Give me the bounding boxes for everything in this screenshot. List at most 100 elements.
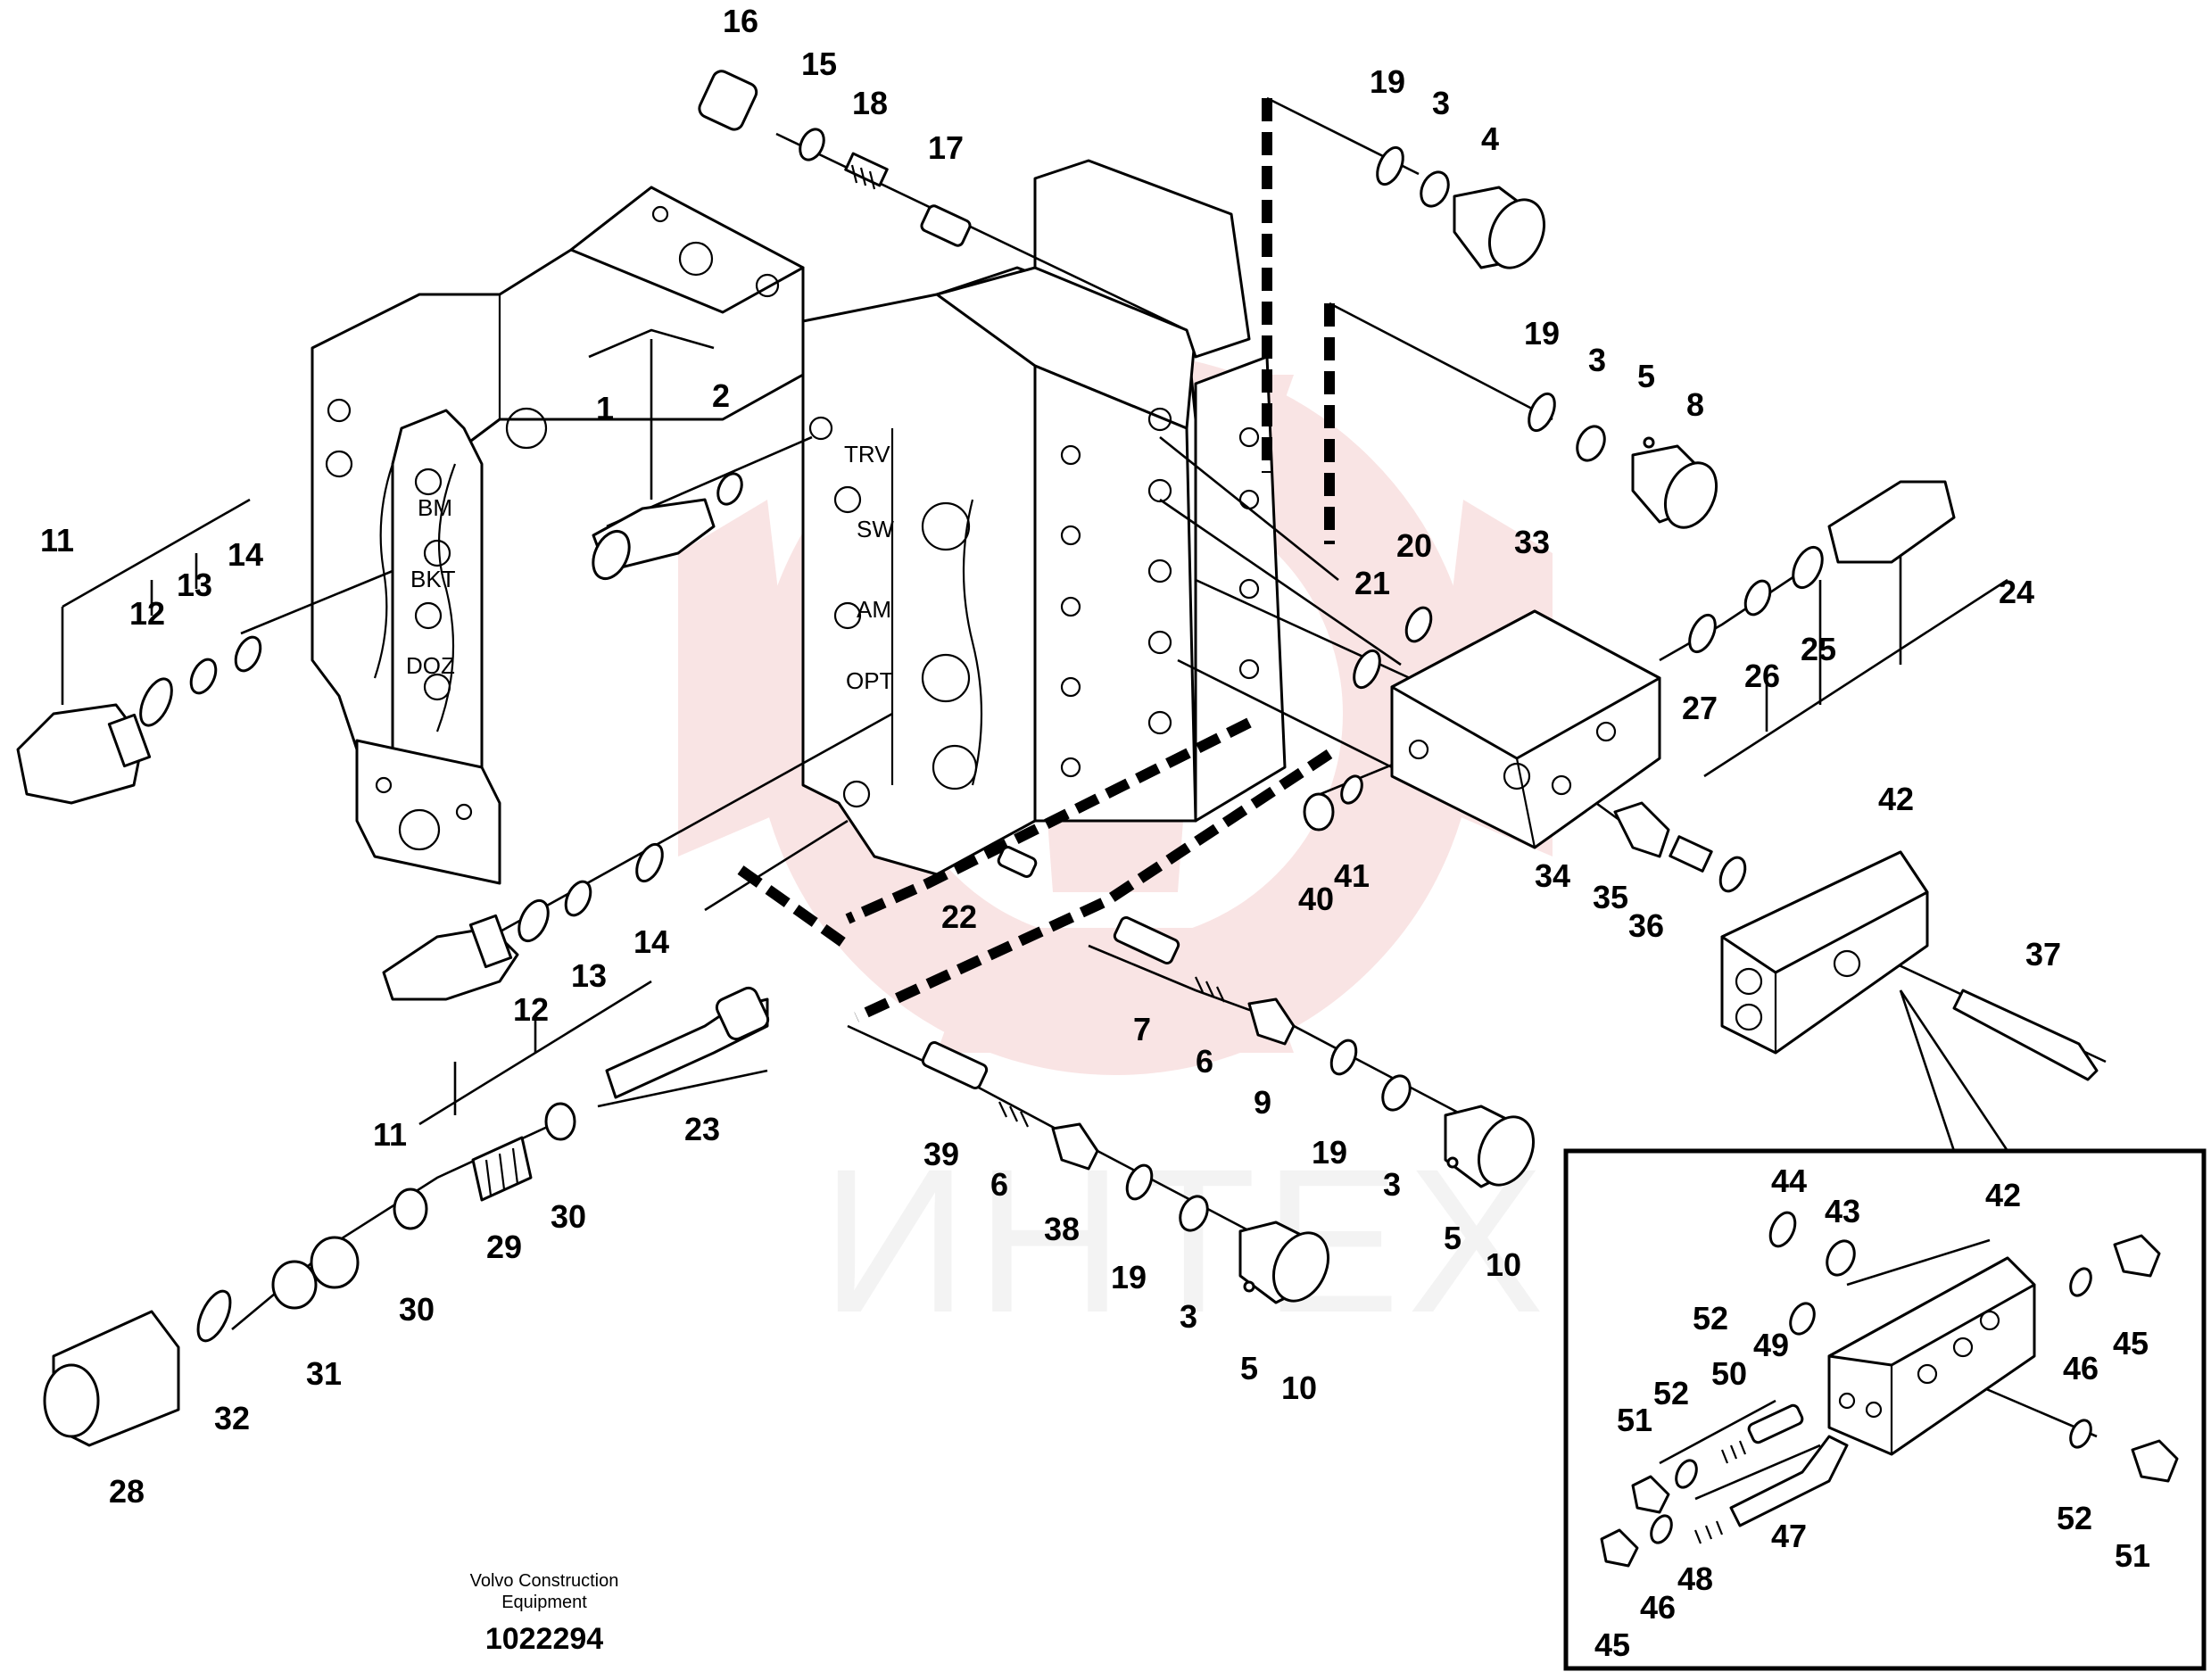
callout-8: 8 — [1686, 386, 1704, 423]
callout-17: 17 — [928, 129, 964, 166]
callout-24: 24 — [1999, 574, 2034, 610]
callout-15: 15 — [801, 46, 837, 82]
callout-19-c: 19 — [1312, 1134, 1347, 1171]
callout-46-b: 46 — [1640, 1589, 1676, 1626]
label-am: AM — [857, 596, 891, 623]
callout-34: 34 — [1535, 857, 1570, 894]
callout-44: 44 — [1771, 1163, 1807, 1199]
callout-35: 35 — [1593, 879, 1628, 915]
callout-6-a: 6 — [1196, 1043, 1213, 1080]
callout-19-b: 19 — [1524, 315, 1560, 352]
callout-22: 22 — [941, 898, 977, 935]
callout-41: 41 — [1334, 857, 1370, 894]
callout-45-b: 45 — [1594, 1626, 1630, 1663]
callout-30-a: 30 — [551, 1198, 586, 1235]
callout-13-a: 13 — [177, 567, 212, 603]
label-bm: BM — [418, 494, 452, 521]
callout-23: 23 — [684, 1111, 720, 1147]
callout-32: 32 — [214, 1400, 250, 1436]
callout-36: 36 — [1628, 907, 1664, 944]
callout-27: 27 — [1682, 690, 1718, 726]
callout-48: 48 — [1677, 1560, 1713, 1597]
detail-parts — [1600, 1211, 2179, 1568]
callout-46-a: 46 — [2063, 1350, 2099, 1386]
callout-18: 18 — [852, 85, 888, 121]
callout-30-b: 30 — [399, 1291, 435, 1328]
callout-7: 7 — [1133, 1011, 1151, 1047]
callout-45-a: 45 — [2113, 1325, 2149, 1361]
label-trv: TRV — [844, 441, 890, 468]
callout-12-b: 12 — [513, 991, 549, 1028]
callout-10-a: 10 — [1486, 1246, 1521, 1283]
callout-2: 2 — [712, 377, 730, 414]
watermark-text: ИНТЕХ — [821, 1126, 1552, 1355]
callout-51-b: 51 — [2115, 1537, 2150, 1574]
callout-43: 43 — [1825, 1193, 1860, 1229]
callout-14-b: 14 — [633, 923, 669, 960]
dashed-paths — [737, 98, 1335, 1022]
callout-37: 37 — [2025, 936, 2061, 972]
label-sw: SW — [857, 516, 894, 542]
callout-3-b: 3 — [1588, 342, 1606, 378]
callout-19-d: 19 — [1111, 1259, 1147, 1295]
parts-top-left — [698, 70, 972, 247]
callout-13-b: 13 — [571, 957, 607, 994]
parts-center-lower — [921, 846, 1535, 1304]
callout-9: 9 — [1254, 1084, 1271, 1121]
drawing-number: 1022294 — [485, 1622, 603, 1656]
callout-39: 39 — [923, 1136, 959, 1172]
parts-42-37 — [1720, 850, 2099, 1081]
callout-3-a: 3 — [1432, 85, 1450, 121]
callout-19-a: 19 — [1370, 63, 1405, 100]
callout-52-a: 52 — [1693, 1300, 1728, 1337]
callout-29: 29 — [486, 1229, 522, 1265]
callout-10-b: 10 — [1281, 1370, 1317, 1406]
label-opt: OPT — [846, 667, 894, 694]
callout-26: 26 — [1744, 658, 1780, 694]
callout-25: 25 — [1801, 631, 1836, 667]
callout-4: 4 — [1481, 120, 1499, 157]
callout-12-a: 12 — [129, 595, 165, 632]
parts-left-lower — [43, 842, 770, 1447]
callout-51-a: 51 — [1617, 1402, 1652, 1438]
callout-1: 1 — [596, 390, 614, 426]
callout-16: 16 — [723, 3, 758, 39]
callout-11-b: 11 — [373, 1116, 407, 1153]
center-valve-body: TRV SW AM OPT — [801, 159, 1287, 876]
publisher-subtitle: Equipment — [501, 1593, 587, 1612]
detail-frame — [1563, 989, 2207, 1671]
callout-52-b: 52 — [1653, 1375, 1689, 1411]
callout-42-b: 42 — [1985, 1177, 2021, 1213]
callout-49: 49 — [1753, 1327, 1789, 1363]
callout-5-c: 5 — [1240, 1350, 1258, 1386]
callout-6-b: 6 — [990, 1166, 1008, 1203]
parts-center-left — [592, 472, 743, 580]
callout-38: 38 — [1044, 1211, 1080, 1247]
callout-labels: 16 15 18 17 19 3 4 19 3 5 8 1 2 11 12 13… — [40, 3, 2150, 1663]
parts-top-right — [1376, 145, 1718, 529]
label-bkt: BKT — [410, 566, 456, 592]
left-valve-body: BM BKT DOZ — [311, 186, 805, 885]
callout-14-a: 14 — [228, 536, 263, 573]
callout-40: 40 — [1298, 881, 1334, 917]
label-doz: DOZ — [406, 652, 455, 679]
callout-5-a: 5 — [1637, 358, 1655, 394]
callout-42-a: 42 — [1878, 781, 1914, 817]
callout-47: 47 — [1771, 1518, 1807, 1554]
parts-left-upper — [16, 635, 262, 805]
footer: Volvo Construction Equipment 1022294 — [470, 1571, 619, 1656]
callout-5-b: 5 — [1444, 1220, 1462, 1256]
callout-21: 21 — [1354, 565, 1390, 601]
callout-20: 20 — [1396, 527, 1432, 564]
callout-52-c: 52 — [2057, 1500, 2092, 1536]
publisher-name: Volvo Construction — [470, 1571, 619, 1591]
bracket-lines — [61, 328, 2008, 1126]
parts-right-block — [1303, 480, 1956, 893]
callout-3-c: 3 — [1383, 1166, 1401, 1203]
callout-50: 50 — [1711, 1355, 1747, 1392]
callout-33: 33 — [1514, 524, 1550, 560]
callout-31: 31 — [306, 1355, 342, 1392]
callout-11-a: 11 — [40, 522, 74, 559]
callout-28: 28 — [109, 1473, 145, 1510]
